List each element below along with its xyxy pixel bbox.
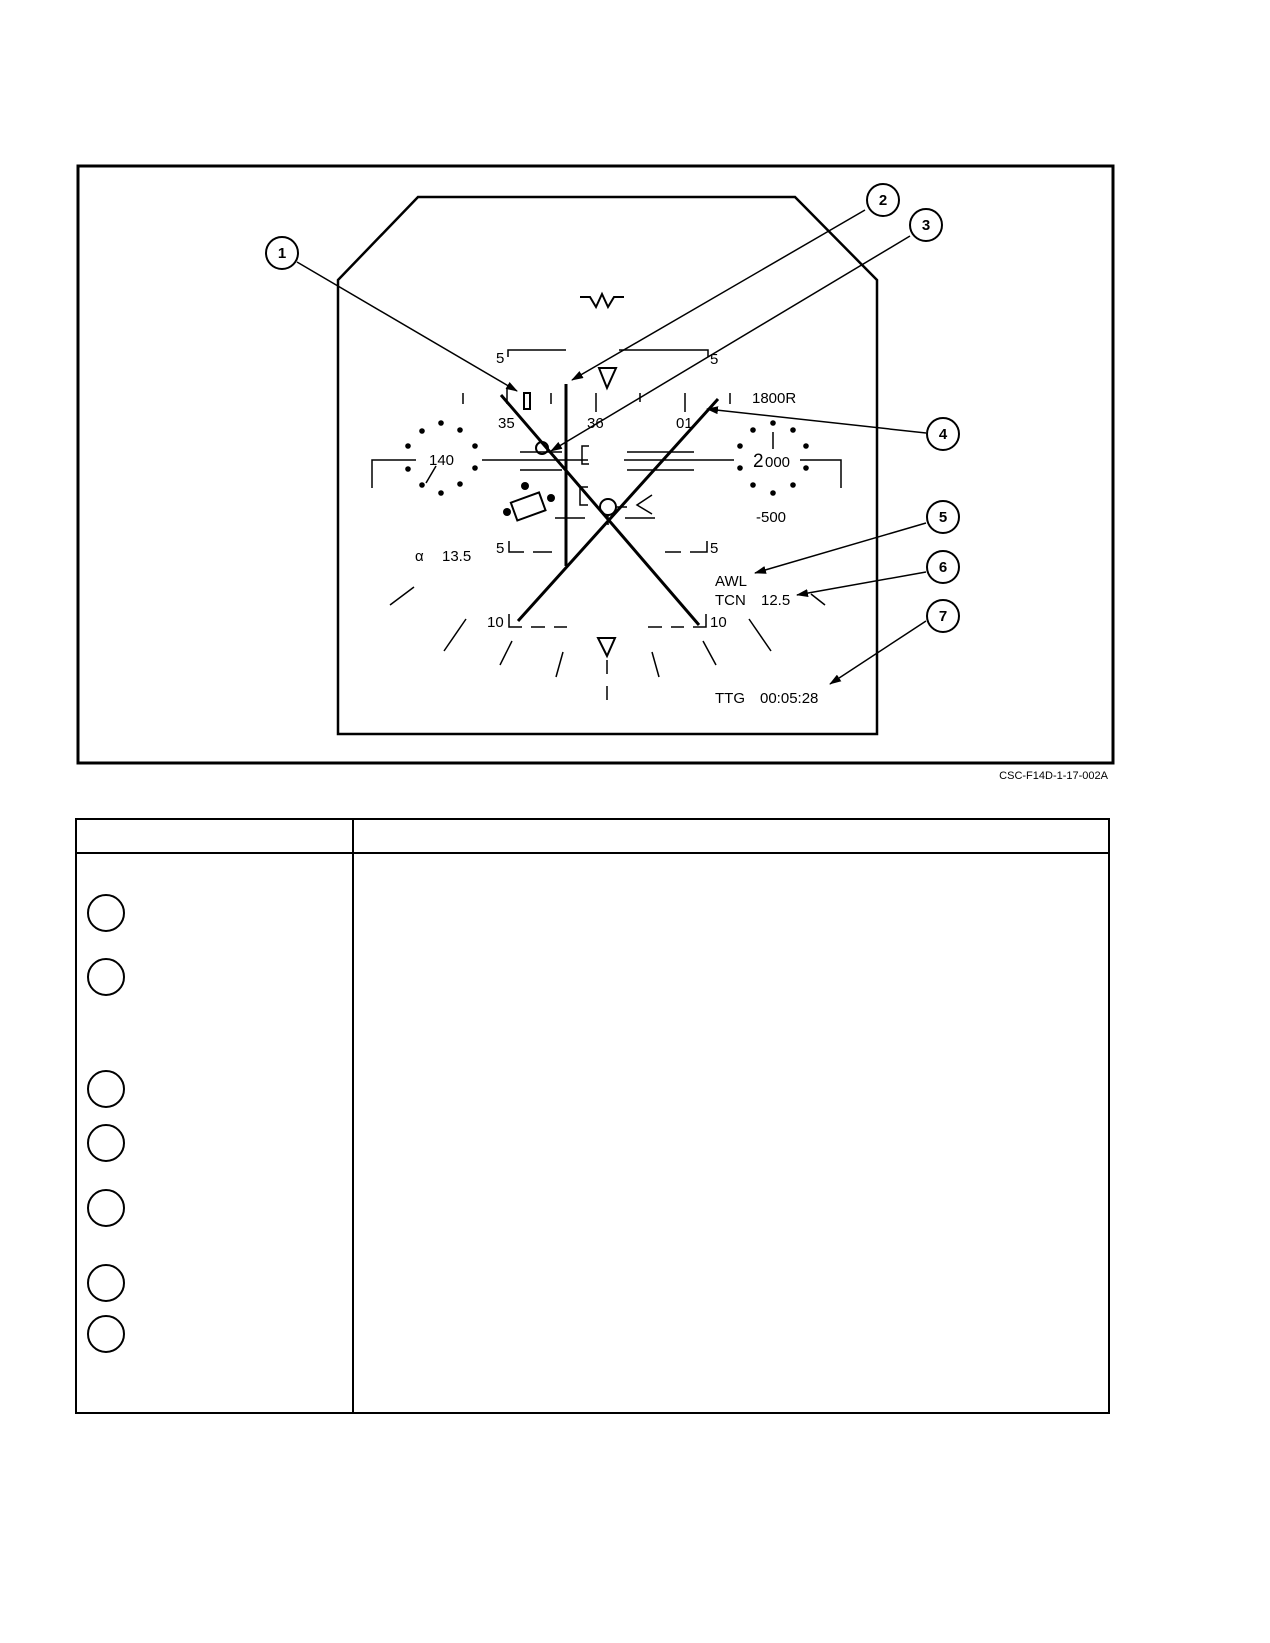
dot-marker [547,494,555,502]
mode-awl: AWL [715,573,747,590]
guidance-bars [520,451,694,519]
callout-5: 5 [926,500,960,534]
legend-callout-circle [87,1124,125,1162]
tacan-value: 12.5 [761,592,790,609]
figure-id: CSC-F14D-1-17-002A [999,770,1108,782]
pitch-line-middle-5 [508,541,708,553]
chevron-left-icon [635,494,653,515]
legend-table-header [77,820,1108,854]
callout-2-label: 2 [879,192,887,209]
heading-label-01: 01 [676,415,693,432]
pitch-line-lower-10 [508,614,707,628]
horizon-line [371,459,842,488]
waterline-symbol [580,291,624,310]
pitch-label-middle-left: 5 [496,540,504,557]
airspeed-needle [425,465,437,484]
altitude-value-major: 2 [753,451,764,472]
legend-callout-circle [87,958,125,996]
legend-callout-circle [87,1189,125,1227]
steering-marker [523,392,531,410]
bank-pointer-icon [596,637,617,659]
range-readout: 1800R [752,390,796,407]
callout-7: 7 [926,599,960,633]
callout-3-label: 3 [922,217,930,234]
heading-label-36: 36 [587,415,604,432]
legend-callout-circle [87,1315,125,1353]
callout-leaders [296,209,927,685]
alpha-symbol: α [415,548,424,565]
pitch-line-upper-5 [507,349,709,357]
bank-angle-scale [389,586,826,678]
pitch-label-lower-left: 10 [487,614,504,631]
pitch-label-middle-right: 5 [710,540,718,557]
legend-callout-circle [87,1264,125,1302]
pitch-label-upper-right: 5 [710,351,718,368]
dot-marker [521,482,529,490]
altitude-value-minor: 000 [765,454,790,471]
callout-7-label: 7 [939,608,947,625]
altitude-dial [737,420,809,496]
callout-2: 2 [866,183,900,217]
aircraft-symbol [509,491,547,522]
callout-1: 1 [265,236,299,270]
vertical-velocity: -500 [756,509,786,526]
legend-table [75,818,1110,1414]
hud-figure: 5 5 35 36 01 1800R 140 2 000 -500 [0,0,1270,800]
callout-6: 6 [926,550,960,584]
ttg-label: TTG [715,690,745,707]
heading-scale-ticks [462,388,731,412]
hud-combiner-outline [336,195,879,736]
bracket-symbol-lower [579,486,588,506]
airspeed-dial [405,420,478,496]
pitch-label-upper-left: 5 [496,350,504,367]
dot-marker [503,508,511,516]
alpha-value: 13.5 [442,548,471,565]
callout-5-label: 5 [939,509,947,526]
hud-diagram: 5 5 35 36 01 1800R 140 2 000 -500 [76,164,1115,782]
glideslope-line-ascending [516,397,720,623]
legend-callout-circle [87,1070,125,1108]
bracket-symbol [581,445,589,465]
legend-callout-circle [87,894,125,932]
airspeed-value: 140 [429,452,454,469]
heading-caret-icon [597,367,618,391]
legend-column-divider [352,820,354,1412]
flight-path-marker [599,498,617,516]
figure-frame [76,164,1115,765]
callout-1-label: 1 [278,245,286,262]
callout-4: 4 [926,417,960,451]
ttg-value: 00:05:28 [760,690,818,707]
tacan-label: TCN [715,592,746,609]
heading-label-35: 35 [498,415,515,432]
pitch-label-lower-right: 10 [710,614,727,631]
callout-6-label: 6 [939,559,947,576]
callout-4-label: 4 [939,426,948,443]
callout-3: 3 [909,208,943,242]
